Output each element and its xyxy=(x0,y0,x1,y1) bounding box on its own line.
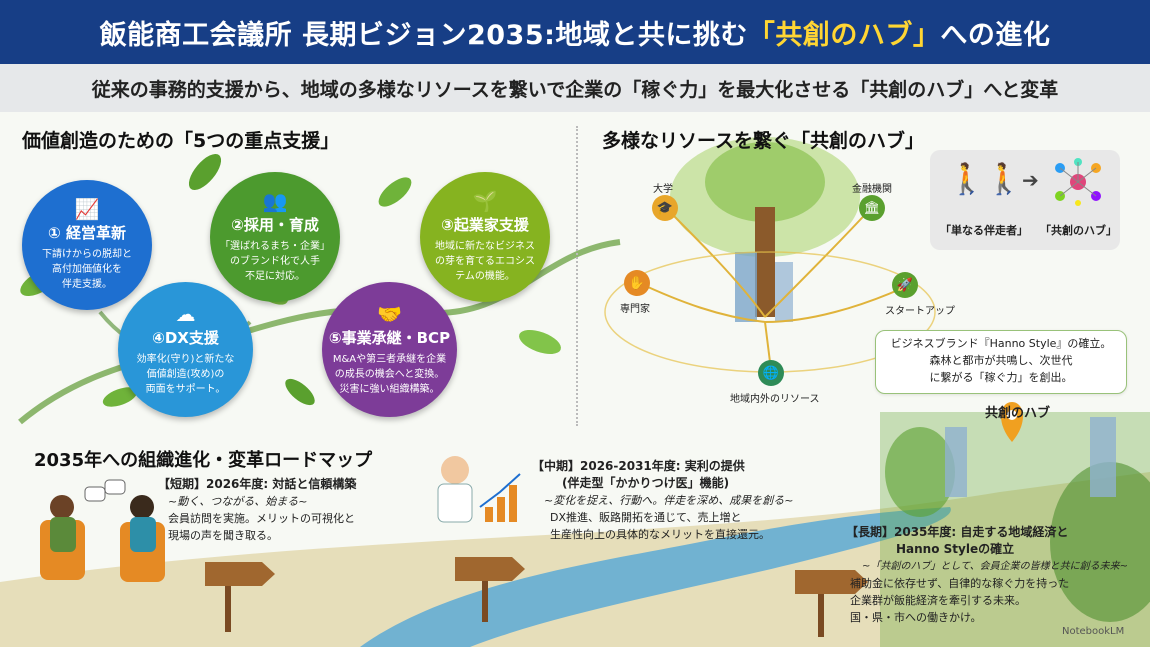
support-title: ②採用・育成 xyxy=(231,216,319,234)
support-title: ③起業家支援 xyxy=(441,216,529,234)
handshake-icon: ✋ xyxy=(624,270,650,296)
support-succession-bcp: 🤝 ⑤事業承継・BCP M&Aや第三者承継を企業 の成長の機会へと変換。 災害に… xyxy=(322,282,457,417)
label-simple-companion: 「単なる伴走者」 xyxy=(940,224,1028,237)
section-divider xyxy=(576,126,578,426)
hub-label: 共創のハブ xyxy=(985,406,1051,421)
support-management-innovation: 📈 ① 経営革新 下請けからの脱却と 高付加価値化を 伴走支援。 xyxy=(22,180,152,310)
subtitle: 従来の事務的支援から、地域の多様なリソースを繋いで企業の「稼ぐ力」を最大化させる… xyxy=(0,64,1150,112)
phase-slogan: ~動く、つながる、始まる~ xyxy=(168,495,308,508)
phase-title: 【短期】2026年度: 対話と信頼構築 xyxy=(158,477,357,491)
phase-title: 【中期】2026-2031年度: 実利の提供 xyxy=(532,459,745,473)
resource-startup: スタートアップ xyxy=(885,306,955,317)
phase-long-term: 【長期】2035年度: 自走する地域経済と Hanno Styleの確立 ~「共… xyxy=(846,524,1128,626)
phase-short-term: 【短期】2026年度: 対話と信頼構築 ~動く、つながる、始まる~ 会員訪問を実… xyxy=(158,476,356,544)
roadmap-title: 2035年への組織進化・変革ロードマップ xyxy=(34,450,373,471)
bank-icon: 🏛 xyxy=(859,195,885,221)
resource-regional: 地域内外のリソース xyxy=(730,394,820,405)
comparison-box: 🚶🚶 ➔ 「単なる伴走者」 「共創のハブ」 xyxy=(930,150,1120,250)
chart-up-icon: 📈 xyxy=(74,197,100,221)
support-desc: 「選ばれるまち・企業」 のブランド化で人手 不足に対応。 xyxy=(220,241,330,282)
walking-people-icon: 🚶🚶 xyxy=(948,162,1023,197)
resource-university: 大学 xyxy=(653,184,673,195)
support-desc: 効率化(守り)と新たな 価値創造(攻め)の 両面をサポート。 xyxy=(136,353,235,395)
title-highlight: 「共創のハブ」 xyxy=(747,19,941,51)
support-title: ⑤事業承継・BCP xyxy=(328,328,451,347)
supports-title: 価値創造のための「5つの重点支援」 xyxy=(22,130,340,152)
phase-title-2: Hanno Styleの確立 xyxy=(896,542,1015,556)
phase-desc: 補助金に依存せず、自律的な稼ぐ力を持った 企業群が飯能経済を牽引する未来。 国・… xyxy=(850,577,1070,624)
hub-network-icon xyxy=(1054,158,1102,206)
graduation-cap-icon: 🎓 xyxy=(652,195,678,221)
handshake-icon: 🤝 xyxy=(377,301,402,326)
brand-speech-bubble: ビジネスブランド『Hanno Style』の確立。 森林と都市が共鳴し、次世代 … xyxy=(875,330,1127,394)
title-main: 飯能商工会議所 長期ビジョン2035:地域と共に挑む xyxy=(99,19,748,51)
phase-mid-term: 【中期】2026-2031年度: 実利の提供 (伴走型「かかりつけ医」機能) ~… xyxy=(532,458,793,543)
phase-title: 【長期】2035年度: 自走する地域経済と xyxy=(846,525,1069,539)
resource-financial: 金融機関 xyxy=(852,184,892,195)
cloud-icon: ☁ xyxy=(175,301,196,326)
title-end: への進化 xyxy=(940,19,1051,51)
phase-title-2: (伴走型「かかりつけ医」機能) xyxy=(562,476,730,490)
phase-desc: 会員訪問を実施。メリットの可視化と 現場の声を聞き取る。 xyxy=(168,512,355,542)
page-title: 飯能商工会議所 長期ビジョン2035:地域と共に挑む「共創のハブ」への進化 xyxy=(0,0,1150,64)
hub-title: 多様なリソースを繋ぐ「共創のハブ」 xyxy=(602,130,925,152)
support-title: ① 経営革新 xyxy=(48,224,126,242)
support-desc: 地域に新たなビジネス の芽を育てるエコシス テムの機能。 xyxy=(435,241,535,282)
support-entrepreneur: 🌱 ③起業家支援 地域に新たなビジネス の芽を育てるエコシス テムの機能。 xyxy=(420,172,550,302)
resource-expert: 専門家 xyxy=(620,304,650,315)
support-recruitment: 👥 ②採用・育成 「選ばれるまち・企業」 のブランド化で人手 不足に対応。 xyxy=(210,172,340,302)
watermark: NotebookLM xyxy=(1062,626,1125,637)
background-illustration xyxy=(0,137,1150,647)
sprout-icon: 🌱 xyxy=(472,189,498,213)
phase-slogan: ~変化を捉え、行動へ。伴走を深め、成果を創る~ xyxy=(544,494,794,507)
globe-icon: 🌐 xyxy=(758,360,784,386)
phase-slogan: ~「共創のハブ」として、会員企業の皆様と共に創る未来~ xyxy=(862,561,1128,572)
people-icon: 👥 xyxy=(262,189,288,213)
support-dx: ☁ ④DX支援 効率化(守り)と新たな 価値創造(攻め)の 両面をサポート。 xyxy=(118,282,253,417)
support-title: ④DX支援 xyxy=(152,328,219,347)
support-desc: 下請けからの脱却と 高付加価値化を 伴走支援。 xyxy=(42,249,132,290)
phase-desc: DX推進、販路開拓を通じて、売上増と 生産性向上の具体的なメリットを直接還元。 xyxy=(550,511,770,541)
arrow-right-icon: ➔ xyxy=(1022,168,1039,192)
rocket-icon: 🚀 xyxy=(892,272,918,298)
label-cocreation-hub: 「共創のハブ」 xyxy=(1040,224,1117,237)
support-desc: M&Aや第三者承継を企業 の成長の機会へと変換。 災害に強い組織構築。 xyxy=(332,353,447,395)
